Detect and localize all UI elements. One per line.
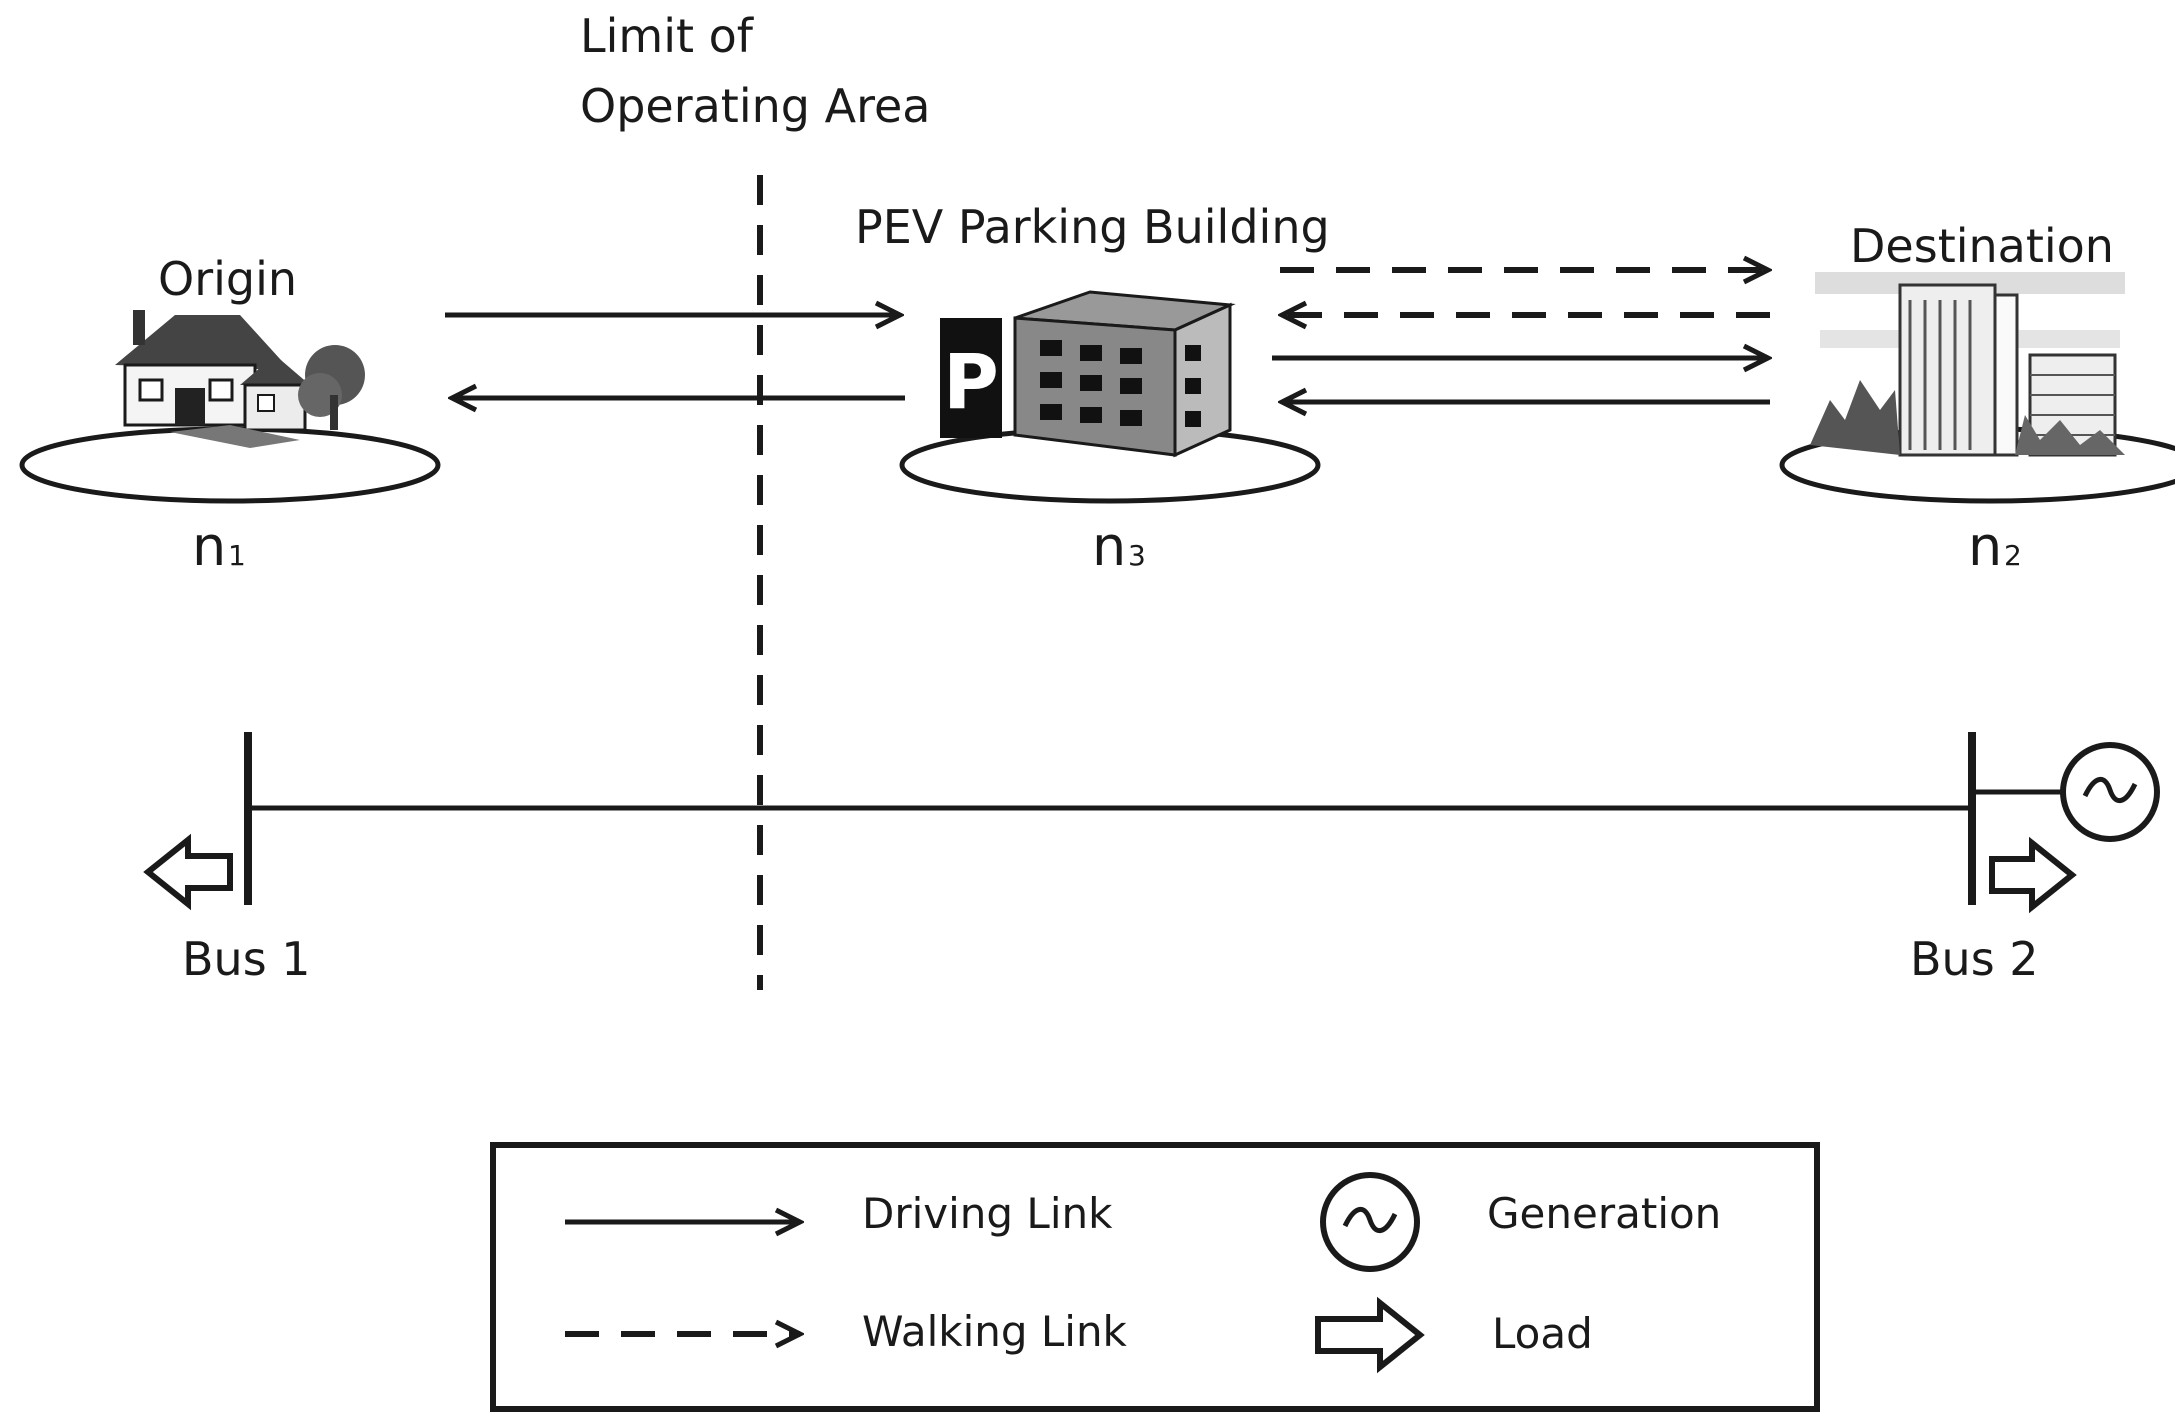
- legend-driving-label: Driving Link: [862, 1189, 1113, 1238]
- node-n2-subscript: 2: [2004, 539, 2022, 572]
- legend-load-label: Load: [1492, 1309, 1593, 1358]
- load-arrow-bus-1: [143, 833, 233, 911]
- city-buildings-icon: [1810, 272, 2125, 457]
- generator-wave-icon: [2082, 777, 2138, 803]
- node-n1-subscript: 1: [228, 539, 246, 572]
- node-n3-subscript: 3: [1128, 539, 1146, 572]
- parking-label: PEV Parking Building: [855, 200, 1330, 254]
- limit-label-line2: Operating Area: [580, 79, 930, 133]
- legend-load-symbol: [1315, 1296, 1425, 1374]
- origin-label: Origin: [158, 252, 297, 306]
- legend-walking-label: Walking Link: [862, 1307, 1128, 1356]
- parking-building-icon: P: [940, 290, 1236, 458]
- bus-1-label: Bus 1: [182, 932, 311, 986]
- legend-generation-wave-icon: [1342, 1207, 1398, 1233]
- destination-label: Destination: [1850, 219, 2114, 273]
- house-icon: [115, 310, 365, 448]
- limit-label-line1: Limit of: [580, 9, 755, 63]
- legend-generation-label: Generation: [1487, 1189, 1721, 1238]
- legend-box: [490, 1142, 1820, 1412]
- node-n1-label: n: [192, 515, 226, 578]
- node-n3-label: n: [1092, 515, 1126, 578]
- load-arrow-bus-2: [1989, 836, 2077, 914]
- bus-2-label: Bus 2: [1910, 932, 2039, 986]
- node-n2-label: n: [1968, 515, 2002, 578]
- parking-sign-text: P: [943, 337, 999, 426]
